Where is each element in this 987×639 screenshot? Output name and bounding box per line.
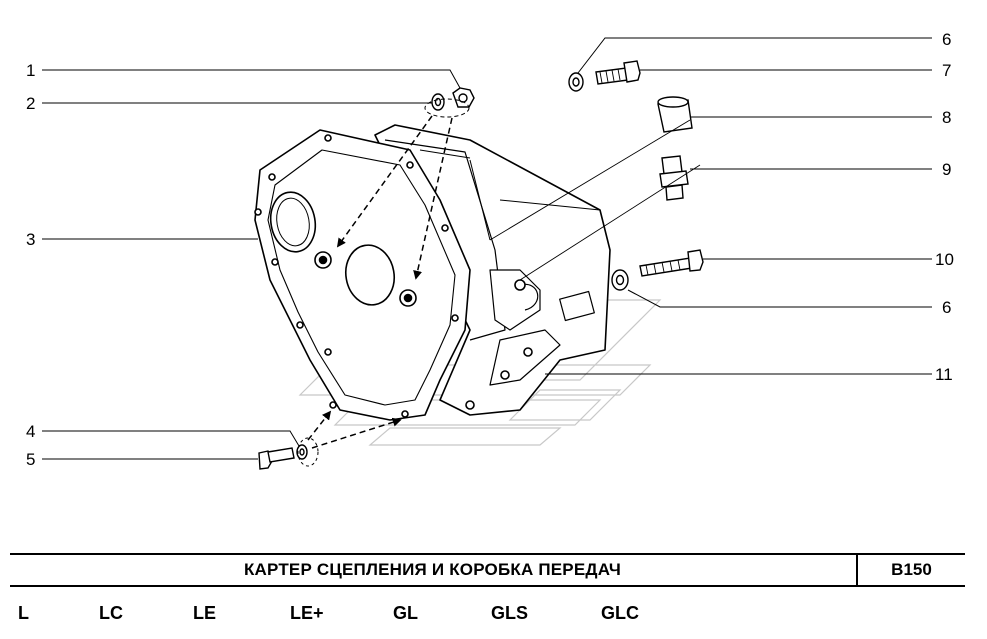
bolt-7 <box>595 60 641 85</box>
variant-gls: GLS <box>491 603 529 623</box>
callout-7: 7 <box>942 61 951 80</box>
title-divider <box>856 555 858 585</box>
callout-1: 1 <box>26 61 35 80</box>
variant-lc: LC <box>99 603 123 623</box>
washer-6-top <box>568 72 584 92</box>
variant-gl: GL <box>393 603 418 623</box>
callout-10: 10 <box>935 250 954 269</box>
callout-8: 8 <box>942 108 951 127</box>
callout-3: 3 <box>26 230 35 249</box>
clutch-housing-cover <box>254 129 471 421</box>
variant-glc: GLC <box>601 603 639 623</box>
washer-2 <box>431 93 445 111</box>
callout-6-top: 6 <box>942 30 951 49</box>
exploded-parts-diagram: 1 2 3 4 5 6 7 8 9 10 6 11 <box>26 30 954 470</box>
variant-l: L <box>18 603 29 623</box>
nut-1 <box>452 87 475 108</box>
callout-5: 5 <box>26 450 35 469</box>
leader-lines <box>42 37 932 460</box>
callout-4: 4 <box>26 422 35 441</box>
callout-2: 2 <box>26 94 35 113</box>
bolt-10 <box>639 249 704 277</box>
washer-4 <box>296 444 308 460</box>
output-opening <box>344 244 396 306</box>
title-bar: КАРТЕР СЦЕПЛЕНИЯ И КОРОБКА ПЕРЕДАЧ B150 <box>10 553 965 587</box>
bolt-5 <box>258 447 295 470</box>
variant-le: LE <box>193 603 217 623</box>
page-title: КАРТЕР СЦЕПЛЕНИЯ И КОРОБКА ПЕРЕДАЧ <box>243 560 622 579</box>
sensor-9 <box>659 155 689 201</box>
grouping-ellipse-small <box>297 437 319 467</box>
assembly-arrows <box>307 115 453 449</box>
washer-6-mid <box>611 269 629 291</box>
callout-11: 11 <box>935 365 953 384</box>
catalog-code: B150 <box>891 560 932 579</box>
callout-9: 9 <box>942 160 951 179</box>
plug-8 <box>657 96 693 133</box>
callout-6-mid: 6 <box>942 298 951 317</box>
variant-le-plus: LE+ <box>290 603 324 623</box>
variant-list: L LC LE LE+ GL GLS GLC <box>0 600 987 630</box>
grouping-ellipse <box>424 98 470 118</box>
